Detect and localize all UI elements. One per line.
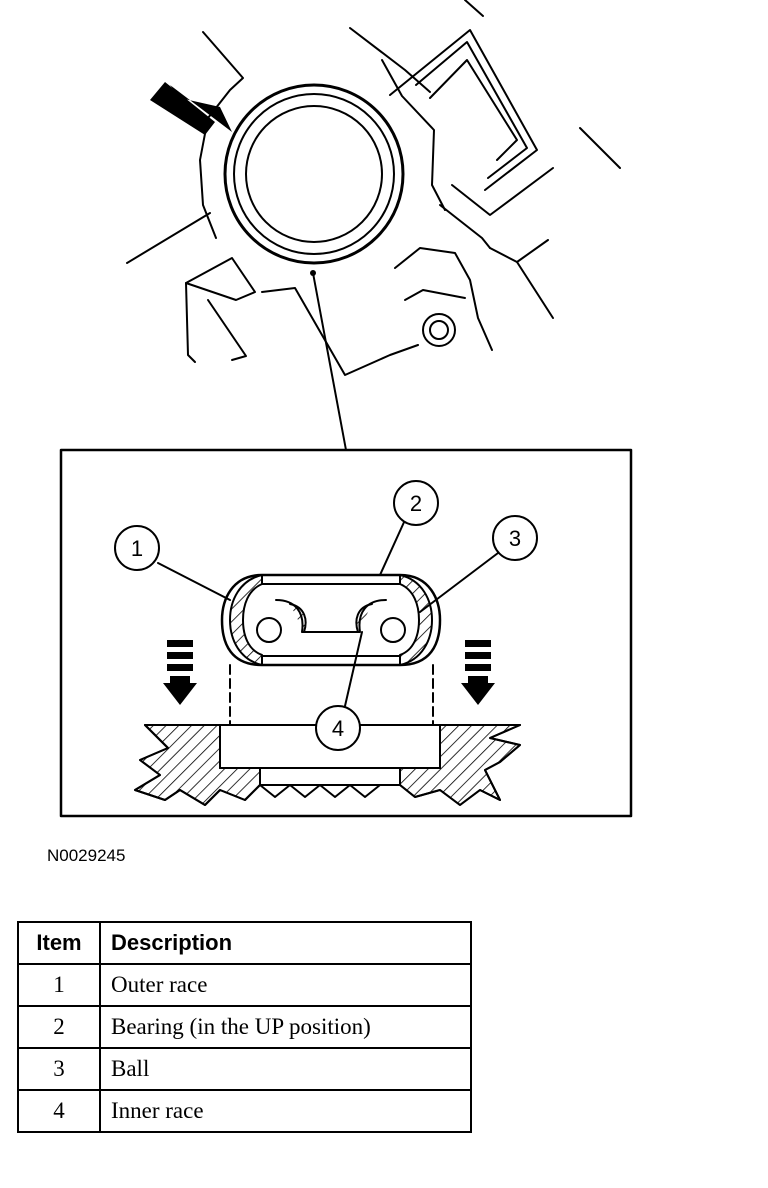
callout-2: 2	[393, 480, 439, 526]
figure-code: N0029245	[47, 846, 126, 865]
legend-item-description: Ball	[99, 1047, 472, 1091]
callout-2-label: 2	[410, 491, 422, 516]
detail-frame	[59, 448, 633, 818]
callout-4-label: 4	[332, 716, 344, 741]
legend-item-description: Outer race	[99, 963, 472, 1007]
legend-item-description: Bearing (in the UP position)	[99, 1005, 472, 1049]
legend-item-description: Inner race	[99, 1089, 472, 1133]
legend-header-item: Item	[17, 921, 101, 965]
detail-bearing-section	[134, 519, 521, 806]
table-row: 2 Bearing (in the UP position)	[17, 1005, 472, 1049]
housing-drawing	[126, 0, 621, 451]
table-row: 4 Inner race	[17, 1089, 472, 1133]
bearing-diagram: 1 2 3 4	[59, 0, 633, 818]
legend-header-description: Description	[99, 921, 472, 965]
callout-3: 3	[492, 515, 538, 561]
table-row: 3 Ball	[17, 1047, 472, 1091]
legend-table: Item Description 1 Outer race 2 Bearing …	[17, 921, 472, 1133]
legend-item-number: 1	[17, 963, 101, 1007]
legend-item-number: 4	[17, 1089, 101, 1133]
table-row: 1 Outer race	[17, 963, 472, 1007]
callout-1-label: 1	[131, 536, 143, 561]
legend-item-number: 3	[17, 1047, 101, 1091]
callout-1: 1	[114, 525, 160, 571]
legend-item-number: 2	[17, 1005, 101, 1049]
callout-4: 4	[315, 705, 361, 751]
callout-3-label: 3	[509, 526, 521, 551]
legend-header-row: Item Description	[17, 921, 472, 965]
